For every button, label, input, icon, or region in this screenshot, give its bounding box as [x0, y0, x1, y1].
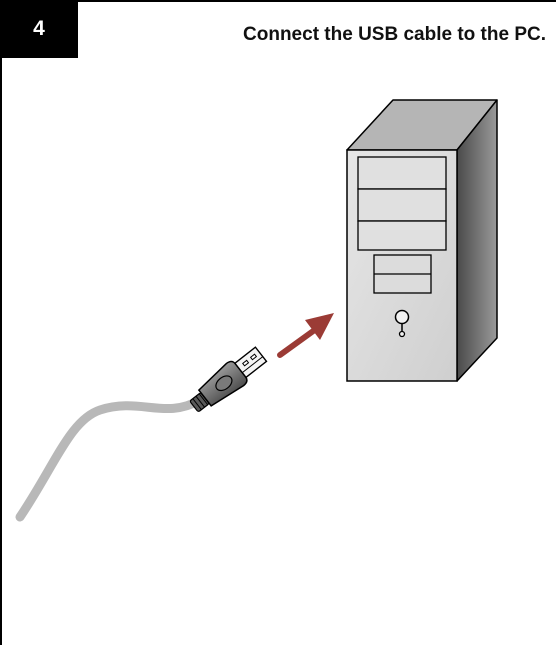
drive-bay: [358, 221, 446, 250]
arrow-icon: [280, 313, 334, 355]
drive-bay: [358, 157, 446, 189]
drive-bay: [358, 189, 446, 221]
pc-tower-icon: [347, 100, 497, 381]
usb-cable-icon: [20, 343, 270, 517]
